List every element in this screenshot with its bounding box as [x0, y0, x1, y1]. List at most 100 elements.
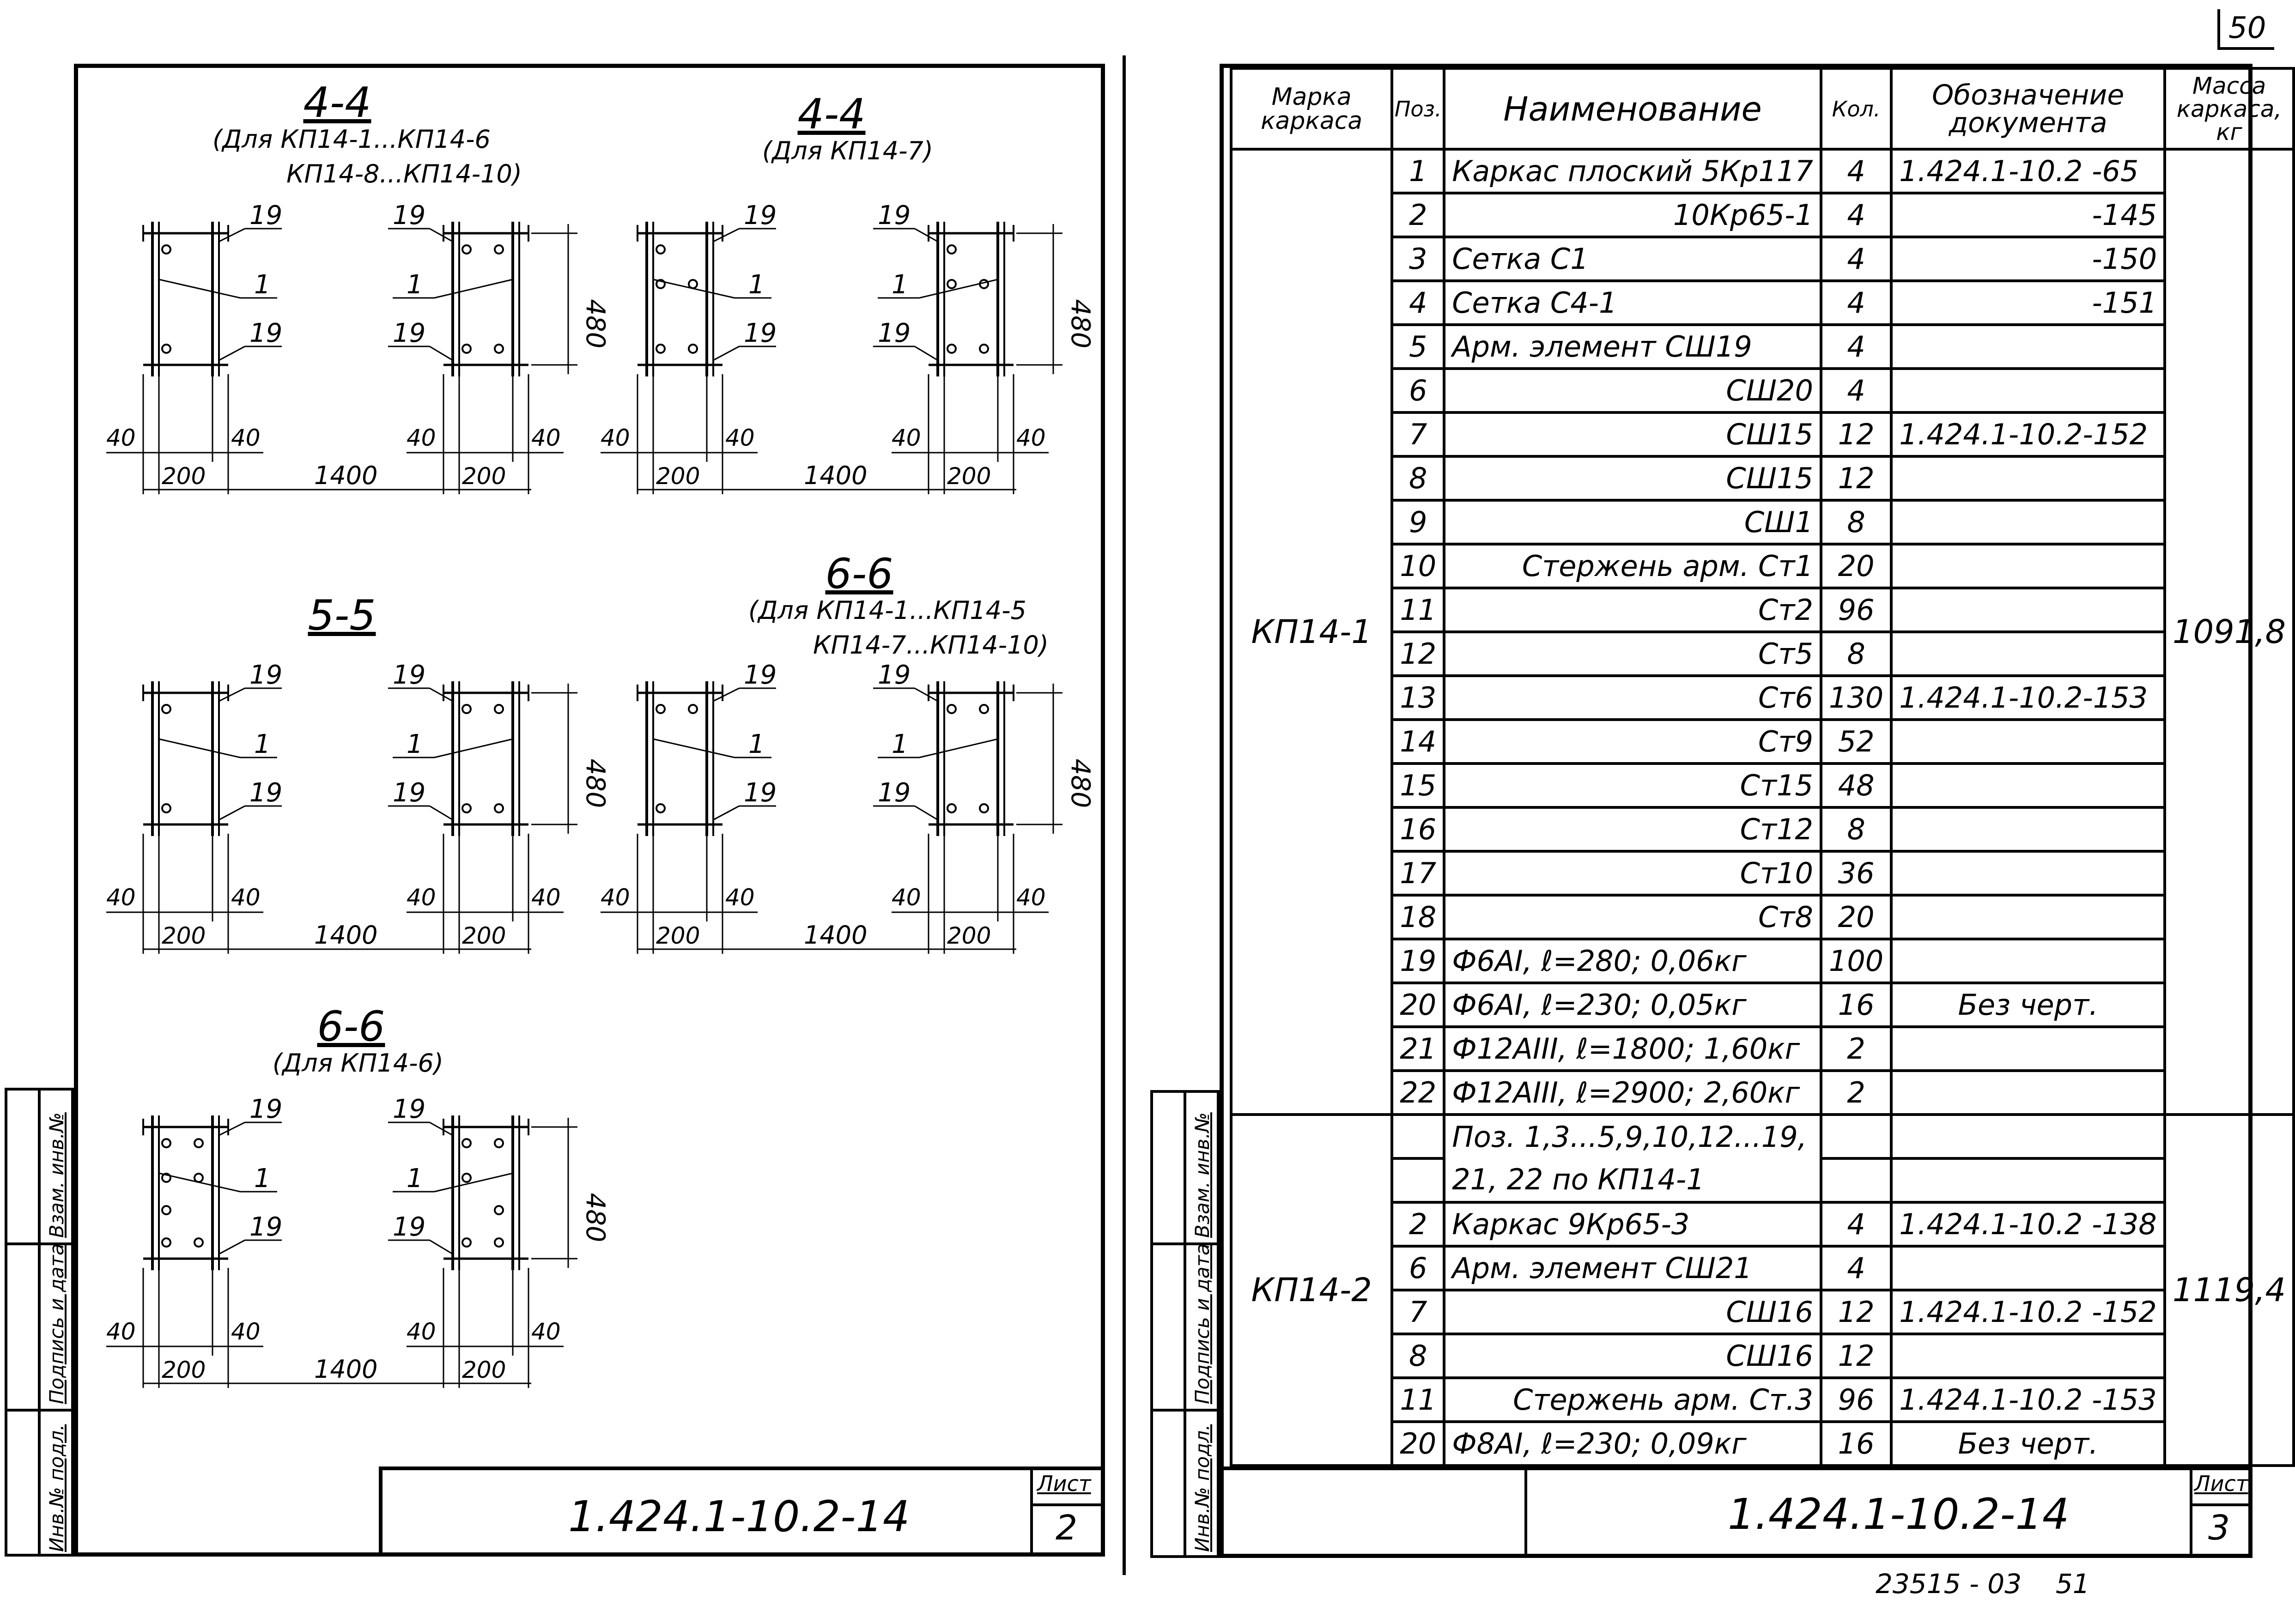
doc-cell: [1890, 543, 2167, 589]
pos-label-19: 19: [249, 318, 282, 348]
dim-label-200: 200: [947, 922, 991, 949]
doc-cell: [1890, 1245, 2167, 1291]
leader: [429, 228, 453, 242]
dim-label-200: 200: [162, 463, 206, 490]
rebar-circle: [461, 1237, 472, 1248]
pos-label-19: 19: [393, 200, 425, 230]
qty-cell: 16: [1819, 982, 1893, 1028]
section-title-5-5: 5-5: [308, 591, 376, 640]
pos-cell: 1: [1390, 148, 1446, 194]
doc-cell: [1890, 762, 2167, 809]
dim-label-200: 200: [162, 922, 206, 949]
rebar-circle: [979, 803, 989, 813]
section-title-6-6-a: 6-6: [825, 550, 893, 598]
qty-cell: 8: [1819, 806, 1893, 853]
doc-cell: [1890, 938, 2167, 984]
qty-cell: 4: [1819, 148, 1893, 194]
doc-cell: [1890, 367, 2167, 414]
rebar-circle: [461, 803, 472, 813]
bottom-code: 23515 - 03 51: [1876, 1568, 2090, 1600]
note-cell: 21, 22 по КП14-1: [1443, 1158, 1822, 1204]
rebar-circle: [161, 1205, 171, 1215]
dim-label-40: 40: [231, 1318, 261, 1345]
section-title-6-6-b: 6-6: [317, 1002, 385, 1051]
pos-cell: 5: [1390, 323, 1446, 370]
pos-cell: 11: [1390, 1376, 1446, 1423]
rebar-circle: [161, 1173, 171, 1183]
pos-label-19: 19: [393, 1094, 425, 1124]
right-doc-number: 1.424.1-10.2-14: [1728, 1490, 2070, 1539]
header-mass: Масса каркаса, кг: [2163, 67, 2295, 151]
leader: [653, 738, 735, 758]
pos-label-19: 19: [878, 660, 911, 690]
pos-label-19: 19: [249, 1212, 282, 1242]
name-cell: Ф6АI, ℓ=280; 0,06кг: [1443, 938, 1822, 984]
name-cell: Ф12АIII, ℓ=1800; 1,60кг: [1443, 1025, 1822, 1072]
qty-cell: 20: [1819, 894, 1893, 940]
pos-label-19: 19: [878, 200, 911, 230]
section-note-6-6-a-1: (Для КП14-1...КП14-5: [748, 596, 1026, 625]
qty-cell: 96: [1819, 587, 1893, 633]
rebar-circle: [461, 1173, 472, 1183]
section-note-6-6-a-2: КП14-7...КП14-10): [813, 630, 1049, 660]
rebar-circle: [688, 704, 698, 714]
header-doc: Обозначение документа: [1890, 67, 2167, 151]
left-list-number: 2: [1056, 1508, 1078, 1548]
dim-label-40: 40: [106, 424, 136, 451]
doc-cell: [1890, 630, 2167, 677]
leader: [158, 1172, 241, 1193]
section-note-6-6-b-1: (Для КП14-6): [273, 1048, 443, 1078]
leader: [434, 1172, 513, 1193]
kp-mark: КП14-1: [1229, 148, 1394, 1116]
doc-cell: [1890, 323, 2167, 370]
note-cell: Поз. 1,3...5,9,10,12...19,: [1443, 1113, 1822, 1158]
pos-cell: 15: [1390, 762, 1446, 809]
dim-label-40: 40: [725, 424, 755, 451]
pos-label-19: 19: [744, 778, 777, 808]
dim-label-40: 40: [407, 884, 436, 911]
dim-label-1400: 1400: [314, 921, 377, 950]
stamp-podpis-r: Подпись и дата: [1191, 1243, 1214, 1404]
name-cell: Каркас плоский 5Кр117: [1443, 148, 1822, 194]
pos-label-19: 19: [744, 318, 777, 348]
pos-cell: 22: [1390, 1069, 1446, 1116]
leader: [919, 738, 998, 758]
pos-cell: 7: [1390, 411, 1446, 458]
qty-cell: 100: [1819, 938, 1893, 984]
leader: [713, 228, 740, 242]
pos-label-1: 1: [892, 270, 908, 300]
corner-page-number: 50: [2217, 9, 2275, 50]
name-cell: Ст8: [1443, 894, 1822, 940]
header-pos: Поз.: [1390, 67, 1446, 151]
pos-cell: 6: [1390, 367, 1446, 414]
pos-cell: [1390, 1113, 1446, 1160]
pos-label-19: 19: [249, 778, 282, 808]
doc-cell: [1890, 1157, 2167, 1204]
doc-cell: [1890, 1333, 2167, 1379]
dim-label-40: 40: [407, 1318, 436, 1345]
header-mark: Марка каркаса: [1229, 67, 1394, 151]
pos-cell: 19: [1390, 938, 1446, 984]
specification-table: Марка каркаса Поз. Наименование Кол. Обо…: [1229, 67, 2295, 1467]
dim-label-40: 40: [601, 424, 630, 451]
right-title-block: [1220, 1466, 2252, 1558]
rebar-circle: [461, 704, 472, 714]
dim-label-40: 40: [892, 424, 921, 451]
qty-cell: 12: [1819, 455, 1893, 502]
pos-label-1: 1: [892, 729, 908, 759]
doc-cell: [1890, 587, 2167, 633]
name-cell: СШ15: [1443, 455, 1822, 502]
rebar-circle: [161, 1138, 171, 1148]
